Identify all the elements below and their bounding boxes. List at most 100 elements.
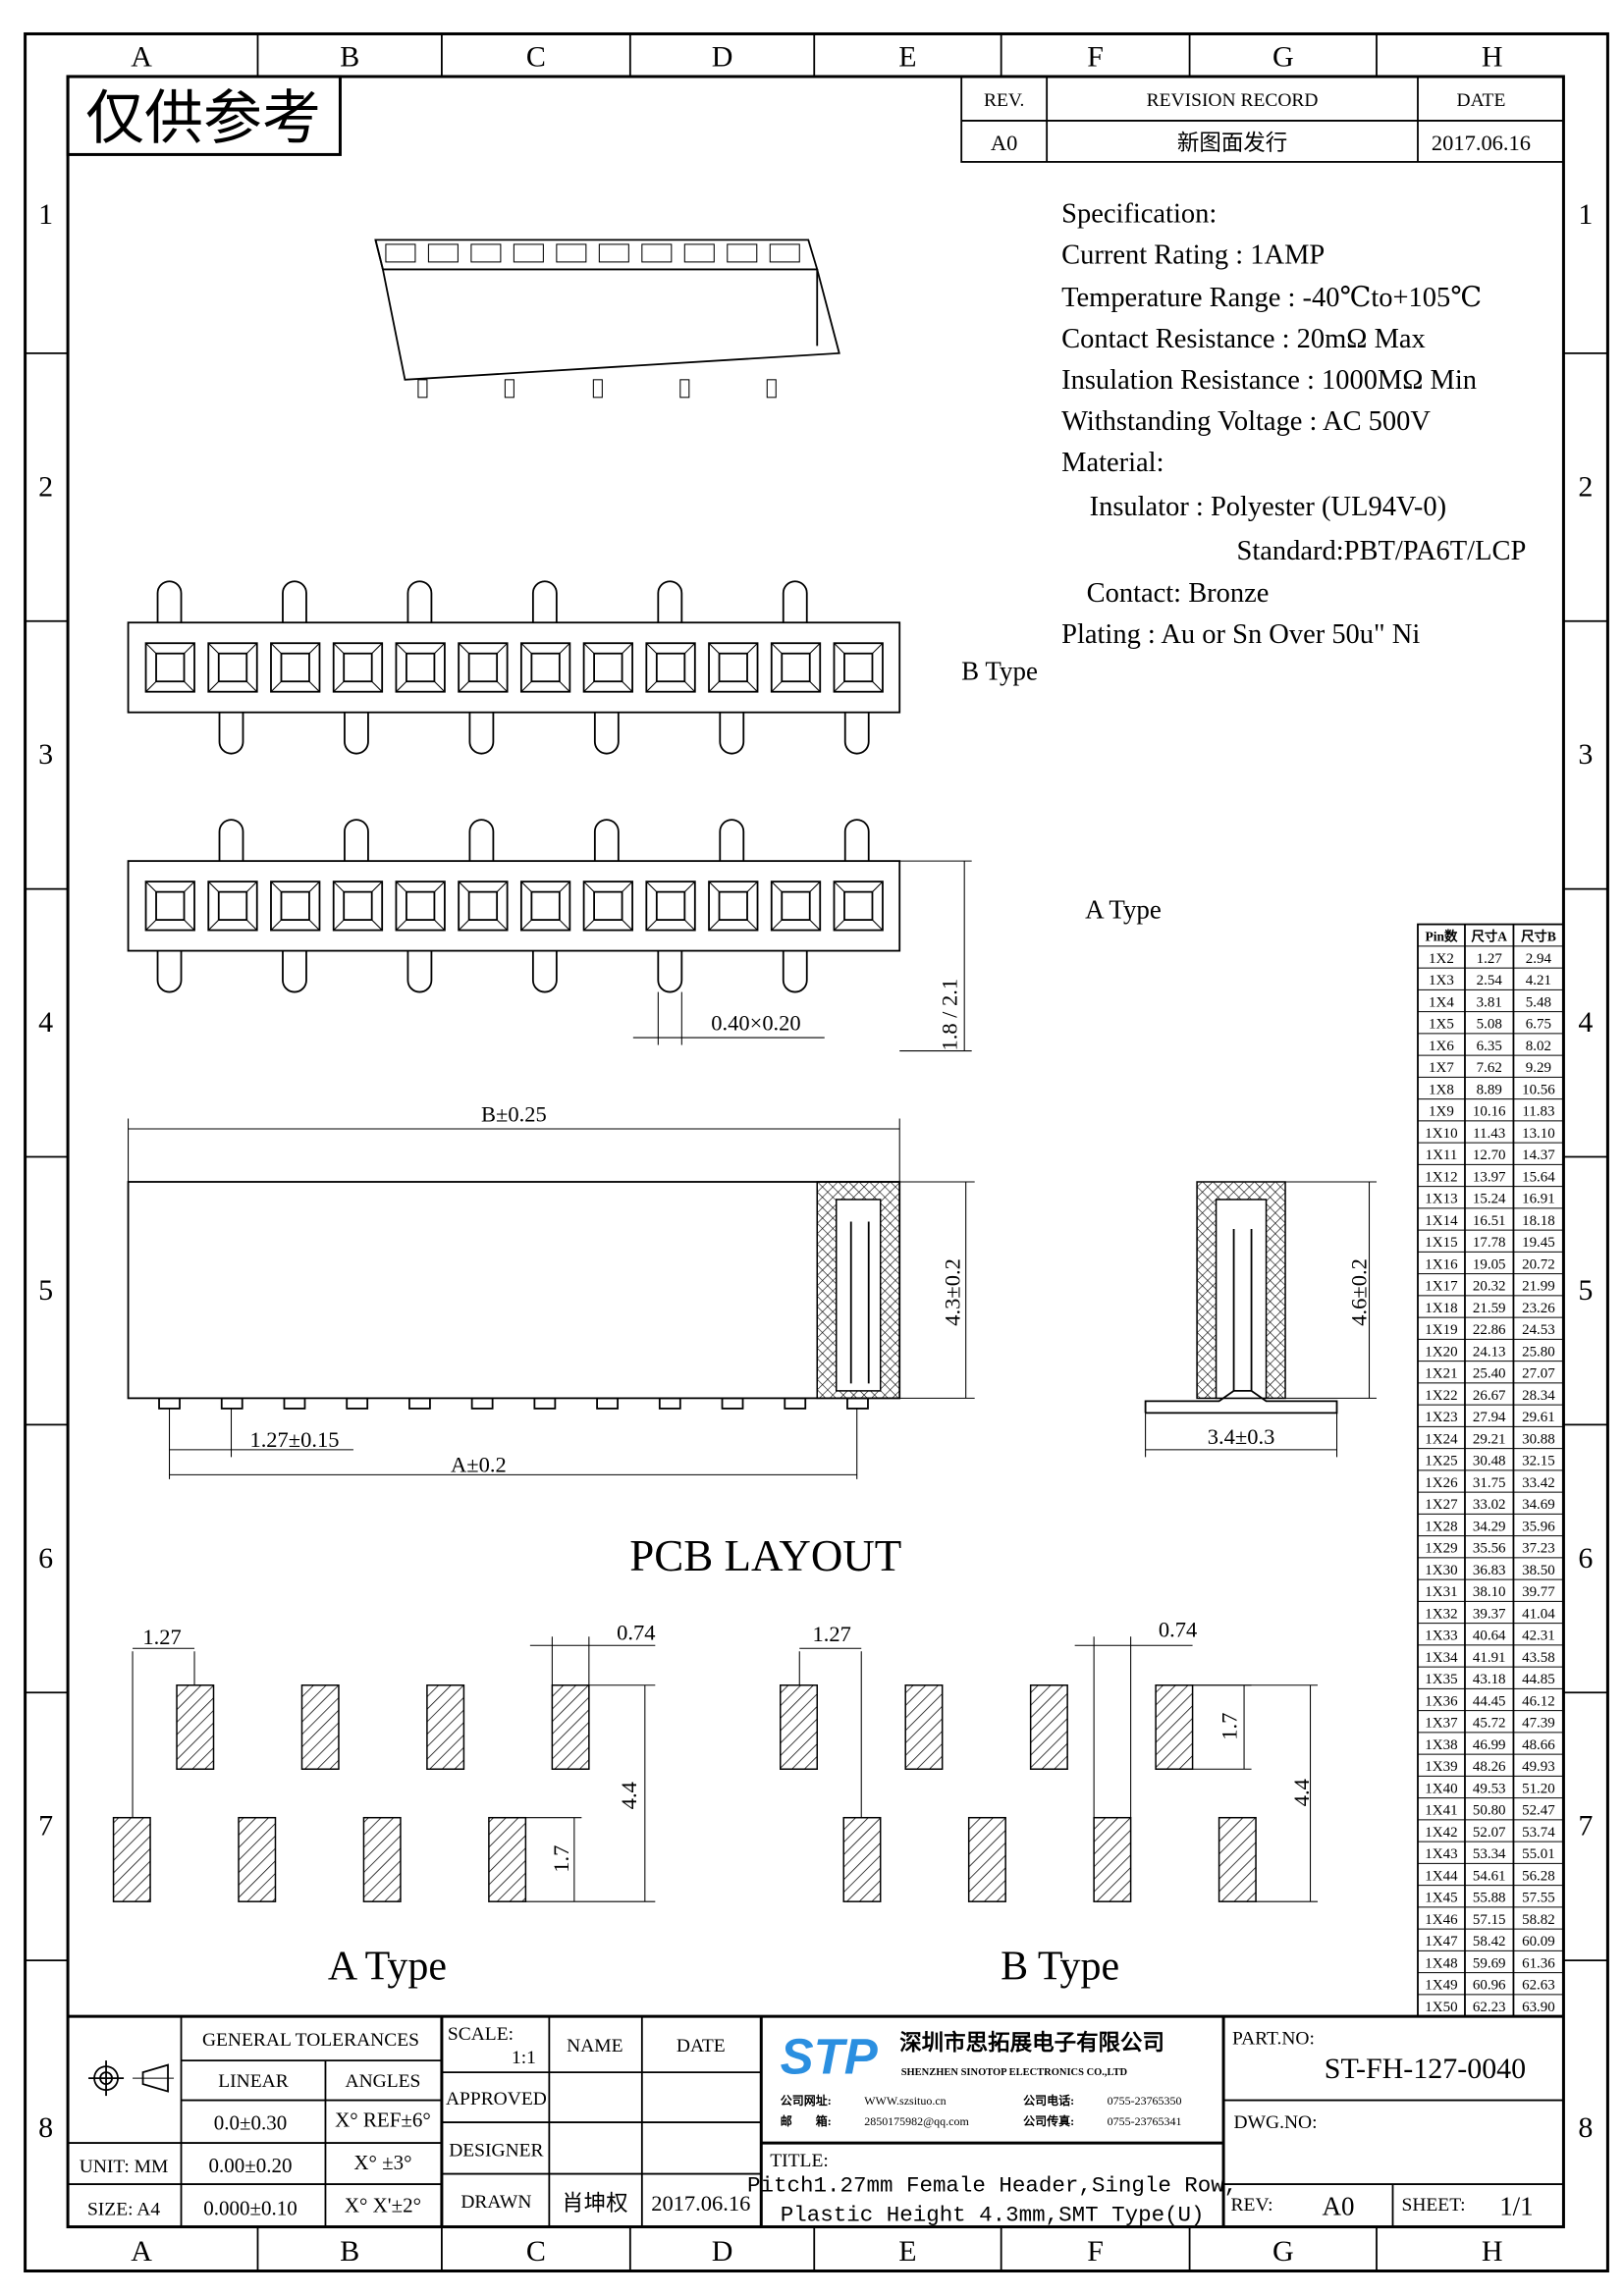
table-cell: 1X32: [1425, 1606, 1457, 1622]
table-cell: 13.97: [1473, 1169, 1506, 1185]
cavity-edge: [184, 680, 195, 693]
angle-tolerance: X° X'±2°: [345, 2194, 421, 2217]
table-cell: 3.81: [1477, 994, 1502, 1010]
table-cell: 42.31: [1522, 1629, 1555, 1644]
title-label: TITLE:: [770, 2151, 829, 2171]
cavity-edge: [708, 881, 720, 892]
table-cell: 2.94: [1526, 951, 1552, 967]
contact-cavity-inner: [343, 890, 373, 921]
table-cell: 1X3: [1429, 973, 1454, 988]
cavity-edge: [683, 919, 696, 931]
title-line-2: Plastic Height 4.3mm,SMT Type(U): [781, 2203, 1205, 2228]
zone-column-label: E: [898, 2235, 916, 2268]
cavity-edge: [520, 642, 532, 655]
table-cell: 58.82: [1522, 1912, 1555, 1928]
table-cell: 22.86: [1473, 1322, 1506, 1338]
table-header: 尺寸B: [1521, 929, 1556, 944]
title-block: GENERAL TOLERANCES LINEAR ANGLES 0.0±0.3…: [68, 2014, 1564, 2228]
company-web: WWW.szsituo.cn: [864, 2094, 946, 2108]
pin-foot: [408, 1397, 431, 1410]
contact-cavity-inner: [155, 652, 186, 683]
size-label: SIZE: A4: [87, 2200, 160, 2220]
pcb-layout: [112, 1636, 1319, 1902]
cavity-edge: [184, 881, 195, 892]
pin: [468, 819, 495, 862]
zone-column-label: B: [340, 40, 359, 73]
cavity-edge: [583, 680, 595, 693]
rev-value: A0: [1323, 2192, 1355, 2221]
table-cell: 24.13: [1473, 1344, 1506, 1360]
cavity-edge: [746, 881, 758, 892]
pin: [719, 819, 745, 862]
table-cell: 57.15: [1473, 1912, 1506, 1928]
pcb-pad-b-upper: [1029, 1684, 1068, 1770]
pin: [782, 580, 808, 623]
drawn-date: 2017.06.16: [651, 2191, 750, 2216]
table-cell: 46.12: [1522, 1693, 1555, 1709]
a-type-top-view: [127, 819, 972, 1052]
contact-cavity-inner: [655, 652, 686, 683]
cavity-edge: [496, 881, 509, 892]
cavity-edge: [184, 919, 195, 931]
table-cell: 1X19: [1425, 1322, 1457, 1338]
cavity-edge: [245, 919, 258, 931]
fax-label: 公司传真:: [1023, 2113, 1074, 2128]
pin: [406, 580, 433, 623]
cavity-edge: [396, 680, 407, 693]
pin-foot: [846, 1397, 869, 1410]
cavity-edge: [746, 642, 758, 655]
pin: [766, 379, 777, 399]
b-pad-width-dim: 0.74: [1159, 1617, 1197, 1641]
table-cell: 50.80: [1473, 1803, 1506, 1819]
table-cell: 44.85: [1522, 1672, 1555, 1687]
contact-cavity-inner: [217, 890, 248, 921]
table-cell: 41.04: [1522, 1606, 1555, 1622]
contact-cavity: [582, 642, 633, 693]
cavity-edge: [645, 881, 658, 892]
table-cell: 1X20: [1425, 1344, 1457, 1360]
contact-slot: [727, 243, 758, 263]
general-tolerances-label: GENERAL TOLERANCES: [202, 2030, 419, 2051]
table-cell: 40.64: [1473, 1629, 1506, 1644]
contact-cavity: [519, 642, 571, 693]
table-cell: 15.64: [1522, 1169, 1555, 1185]
table-cell: 32.15: [1522, 1454, 1555, 1469]
company-mail: 2850175982@qq.com: [864, 2114, 969, 2128]
pin: [843, 819, 870, 862]
contact-cavity: [645, 642, 696, 693]
name-header: NAME: [567, 2036, 623, 2056]
cavity-edge: [520, 881, 532, 892]
zone-row-label: 2: [1578, 470, 1593, 503]
table-cell: 1X37: [1425, 1716, 1458, 1732]
specification-block: Specification:Current Rating : 1AMPTempe…: [1061, 198, 1526, 650]
side-view: [127, 1118, 975, 1479]
table-cell: 1X25: [1425, 1454, 1457, 1469]
table-cell: 8.02: [1526, 1039, 1551, 1054]
zone-row-label: 6: [1578, 1542, 1593, 1575]
table-cell: 53.34: [1473, 1846, 1506, 1862]
zone-row-label: 8: [1578, 2111, 1593, 2144]
zone-row-label: 3: [1578, 738, 1593, 771]
cavity-edge: [396, 642, 407, 655]
section-width-dim: 3.4±0.3: [1208, 1424, 1275, 1449]
table-cell: 1X23: [1425, 1410, 1457, 1425]
contact-cavity-inner: [843, 890, 874, 921]
pin-foot: [470, 1397, 494, 1410]
linear-label: LINEAR: [218, 2071, 288, 2092]
cavity-edge: [622, 642, 633, 655]
pcb-pad-a-lower: [238, 1816, 277, 1902]
pcb-pad-b-lower: [1093, 1816, 1132, 1902]
table-cell: 5.08: [1477, 1017, 1502, 1033]
table-cell: 52.07: [1473, 1825, 1506, 1841]
zone-row-label: 4: [1578, 1006, 1593, 1039]
contact-cavity: [519, 881, 571, 932]
table-cell: 49.93: [1522, 1759, 1555, 1775]
contact-slot: [427, 243, 459, 263]
table-cell: 37.23: [1522, 1541, 1555, 1557]
a-type-label: A Type: [1085, 895, 1162, 925]
table-cell: 43.18: [1473, 1672, 1506, 1687]
table-cell: 1X42: [1425, 1825, 1457, 1841]
company-logo: STP: [781, 2029, 879, 2085]
b-span-dim: 4.4: [1289, 1779, 1314, 1806]
